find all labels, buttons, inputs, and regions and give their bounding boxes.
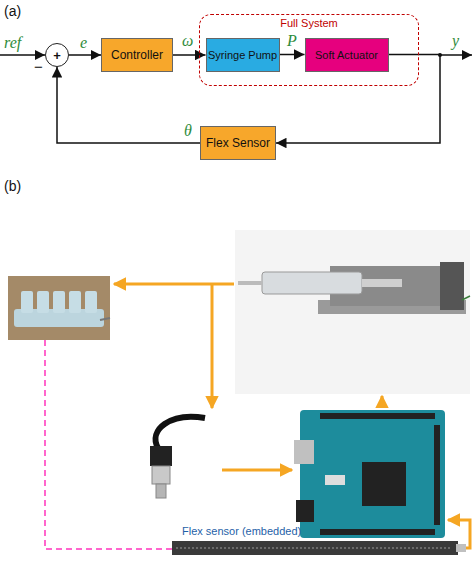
- part-name: Flex sensor (embedded): [182, 525, 301, 537]
- syringe-tip: [238, 281, 262, 285]
- signal-connector: [69, 54, 101, 56]
- node-label: Syringe Pump: [208, 49, 277, 61]
- crystal: [325, 475, 345, 485]
- sensor-connector: [150, 446, 172, 466]
- flex-sensor-box: Flex Sensor: [200, 126, 276, 160]
- embedding-leader: [45, 340, 172, 549]
- signal-arrow: [211, 284, 214, 408]
- microcontroller-chip: [362, 462, 406, 506]
- soft-actuator-box: Soft Actuator: [305, 38, 389, 72]
- syringe-pump-photo: [235, 230, 470, 394]
- panel-letter: (b): [4, 178, 21, 194]
- stepper-motor: [440, 262, 464, 310]
- board-pcb: [300, 410, 445, 538]
- sensor-cable: [156, 417, 205, 448]
- minus-sign: −: [34, 58, 43, 75]
- usb-port: [294, 440, 314, 464]
- strip-pattern: [176, 548, 452, 549]
- signal-name: ref: [4, 34, 21, 52]
- soft-actuator-photo: [8, 276, 110, 340]
- tube: [100, 318, 110, 320]
- reference-wire: [0, 54, 45, 56]
- actuator-chamber: [69, 291, 81, 313]
- actuator-chamber: [37, 291, 49, 313]
- syringe-pump-box: Syringe Pump: [206, 38, 280, 72]
- node-label: Soft Actuator: [315, 49, 378, 61]
- summing-junction: +−: [45, 43, 69, 67]
- signal-name: y: [452, 32, 459, 50]
- signal-connector: [173, 54, 206, 56]
- pin-header: [434, 425, 440, 525]
- signal-name: θ: [184, 122, 192, 140]
- pressure-sensor-photo: [150, 417, 205, 498]
- sensor-body: [152, 466, 170, 484]
- node-label: Flex Sensor: [206, 136, 270, 150]
- actuator-chamber: [53, 291, 65, 313]
- flex-sensor-strip: [172, 541, 466, 555]
- pin-header: [320, 529, 435, 535]
- signal-connector: [280, 54, 305, 56]
- strip-body: [172, 541, 458, 555]
- photo-background: [235, 230, 470, 394]
- signal-arrow: [381, 396, 384, 408]
- signal-name: ω: [182, 32, 193, 50]
- plus-sign: +: [53, 49, 61, 62]
- syringe-barrel: [262, 272, 362, 294]
- system-group: Syringe Pump Soft Actuator Full System: [199, 14, 419, 86]
- power-jack: [296, 500, 314, 522]
- wire: [462, 296, 470, 300]
- controller-box: Controller: [101, 38, 173, 72]
- actuator-chamber: [21, 291, 33, 313]
- signal-connector: [57, 67, 200, 143]
- photo-background: [8, 276, 110, 340]
- signal-arrow: [222, 469, 292, 472]
- actuator-chamber: [85, 291, 97, 313]
- pin-header: [320, 413, 435, 419]
- strip-pins: [456, 544, 466, 552]
- node-label: Controller: [111, 48, 163, 62]
- arduino-board: [294, 410, 445, 538]
- signal-arrow: [448, 520, 470, 548]
- group-title: Full System: [280, 17, 337, 29]
- sensor-thread: [156, 484, 166, 498]
- signal-name: P: [287, 32, 297, 50]
- syringe-plunger: [362, 279, 402, 287]
- signal-arrow: [114, 283, 234, 286]
- signal-name: e: [80, 34, 87, 52]
- output-wire: [440, 54, 472, 56]
- panel-letter: (a): [4, 3, 21, 19]
